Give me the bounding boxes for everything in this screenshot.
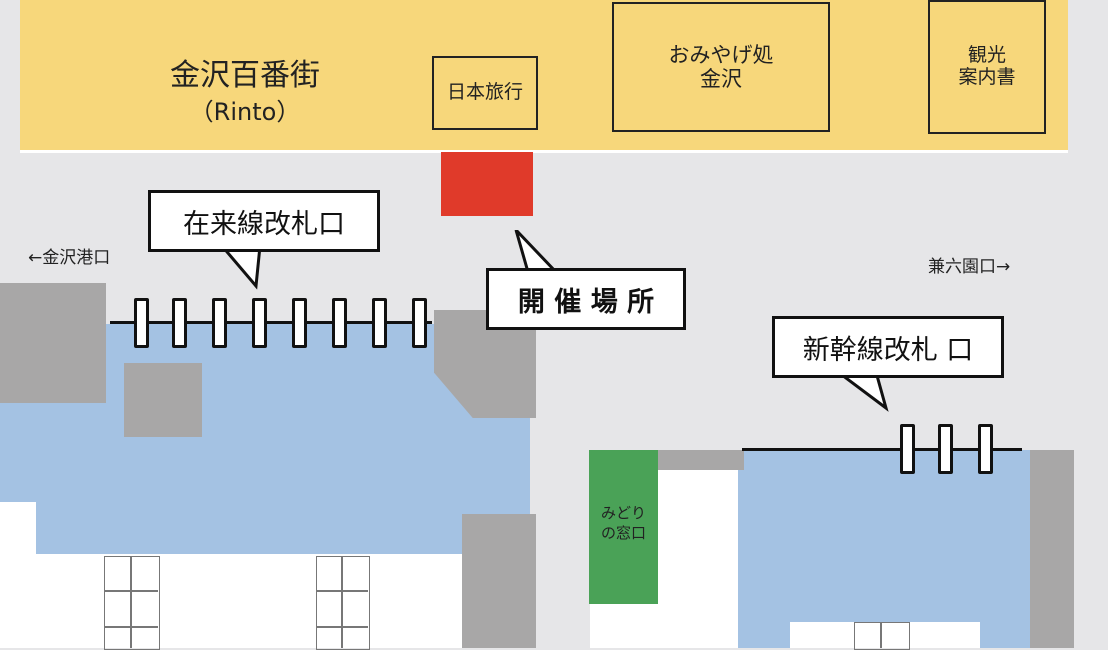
zairaisen-gate[interactable] [412, 298, 427, 348]
shop-omiyage[interactable]: おみやげ処 金沢 [612, 2, 830, 132]
midori-window-label-1: みどり [600, 504, 646, 522]
floor-area-bottom-left [36, 554, 464, 648]
shop-nihon-ryoko[interactable]: 日本旅行 [432, 56, 538, 130]
window-left-1 [104, 556, 160, 650]
window-right [854, 622, 910, 650]
shinkansen-gate[interactable] [978, 424, 993, 474]
midori-window-label-2: の窓口 [600, 524, 646, 542]
zairaisen-gate-callout-label: 在来線改札口 [183, 208, 345, 240]
shinkansen-gate-line [742, 448, 1022, 451]
pillar-left [124, 363, 202, 437]
wall-strip-midori [656, 450, 744, 470]
floor-area-left [0, 502, 36, 648]
zairaisen-gate-line [110, 321, 432, 324]
venue-callout: 開 催 場 所 [486, 268, 686, 330]
shop-omiyage-label-1: おみやげ処 [668, 42, 774, 67]
tourist-info-label-2: 案内書 [958, 66, 1016, 88]
venue-marker[interactable] [441, 152, 533, 216]
shop-strip [20, 0, 1068, 150]
shinkansen-concourse [738, 450, 1034, 648]
shop-nihon-ryoko-label: 日本旅行 [446, 81, 523, 104]
zairaisen-gate[interactable] [332, 298, 347, 348]
wall-block-left [0, 283, 106, 403]
shop-hyakubangai-sublabel: （Rinto） [189, 98, 301, 126]
shinkansen-callout-tail [835, 372, 889, 412]
shinkansen-gate[interactable] [900, 424, 915, 474]
strip-edge [20, 150, 1068, 153]
venue-callout-label: 開 催 場 所 [517, 286, 655, 318]
wall-block-right [1030, 450, 1074, 648]
zairaisen-callout-tail [220, 246, 262, 290]
zairaisen-gate[interactable] [134, 298, 149, 348]
tourist-info-label-1: 観光 [967, 44, 1006, 67]
wall-block-center-lower [462, 514, 536, 648]
zairaisen-gate[interactable] [372, 298, 387, 348]
zairaisen-gate[interactable] [292, 298, 307, 348]
midori-window[interactable] [589, 450, 658, 604]
window-left-2 [316, 556, 370, 650]
shinkansen-gate-callout-label: 新幹線改札 口 [802, 334, 974, 366]
zairaisen-gate[interactable] [252, 298, 267, 348]
shop-tourist-info[interactable]: 観光 案内書 [928, 0, 1046, 134]
exit-kenrokuen[interactable]: 兼六園口→ [928, 257, 1011, 277]
shinkansen-gate-callout: 新幹線改札 口 [772, 316, 1004, 378]
shop-omiyage-label-2: 金沢 [700, 67, 742, 91]
shop-hyakubangai-label[interactable]: 金沢百番街 [170, 58, 320, 93]
zairaisen-gate[interactable] [172, 298, 187, 348]
shinkansen-gate[interactable] [938, 424, 953, 474]
exit-kanazawa-port[interactable]: ←金沢港口 [28, 248, 111, 268]
zairaisen-gate-callout: 在来線改札口 [148, 190, 380, 252]
zairaisen-gate[interactable] [212, 298, 227, 348]
